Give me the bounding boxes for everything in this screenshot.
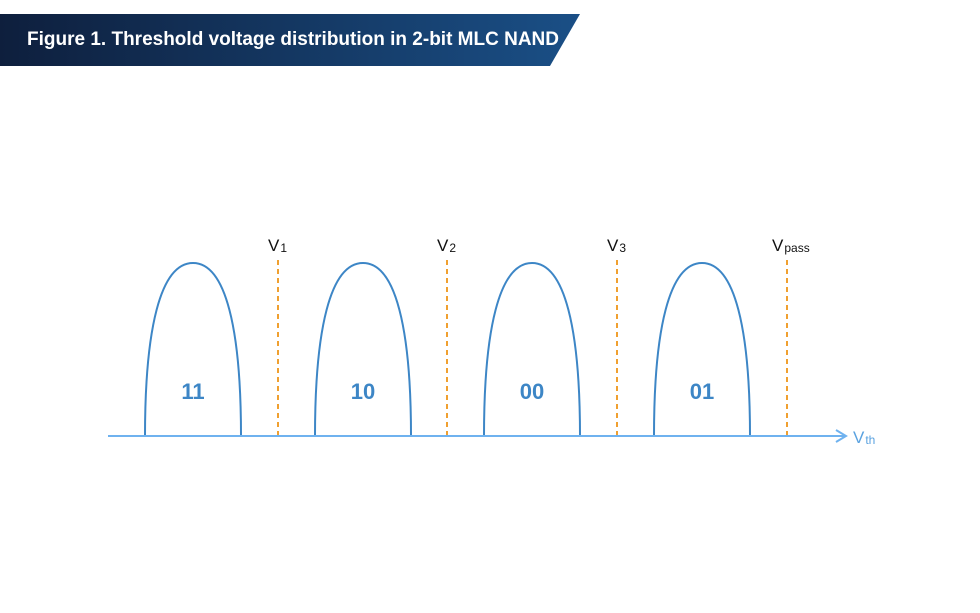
threshold-label-v3-main: V: [607, 236, 619, 255]
state-label-01: 01: [690, 379, 714, 404]
threshold-label-vpass: Vpass: [772, 236, 810, 255]
threshold-label-vpass-main: V: [772, 236, 784, 255]
state-label-11: 11: [181, 379, 204, 404]
threshold-label-v1-main: V: [268, 236, 280, 255]
state-label-10: 10: [351, 379, 375, 404]
threshold-label-v2: V2: [437, 236, 456, 255]
state-label-00: 00: [520, 379, 544, 404]
axis-label-vth-main: V: [853, 428, 865, 447]
title-banner: Figure 1. Threshold voltage distribution…: [0, 14, 580, 66]
figure-title: Figure 1. Threshold voltage distribution…: [27, 29, 559, 50]
distribution-curve-00: [483, 261, 581, 437]
axis-label-vth: Vth: [853, 428, 875, 447]
threshold-label-v1-sub: 1: [280, 241, 287, 255]
threshold-label-vpass-sub: pass: [784, 241, 809, 255]
threshold-label-v3: V3: [607, 236, 626, 255]
threshold-label-v2-main: V: [437, 236, 449, 255]
distribution-curve-11: [144, 261, 242, 437]
threshold-label-v2-sub: 2: [449, 241, 456, 255]
distribution-curve-10: [314, 261, 412, 437]
axis-label-vth-sub: th: [865, 433, 875, 447]
threshold-label-v1: V1: [268, 236, 287, 255]
banner-background: [0, 14, 580, 66]
distribution-curve-01: [653, 261, 751, 437]
threshold-label-v3-sub: 3: [619, 241, 626, 255]
